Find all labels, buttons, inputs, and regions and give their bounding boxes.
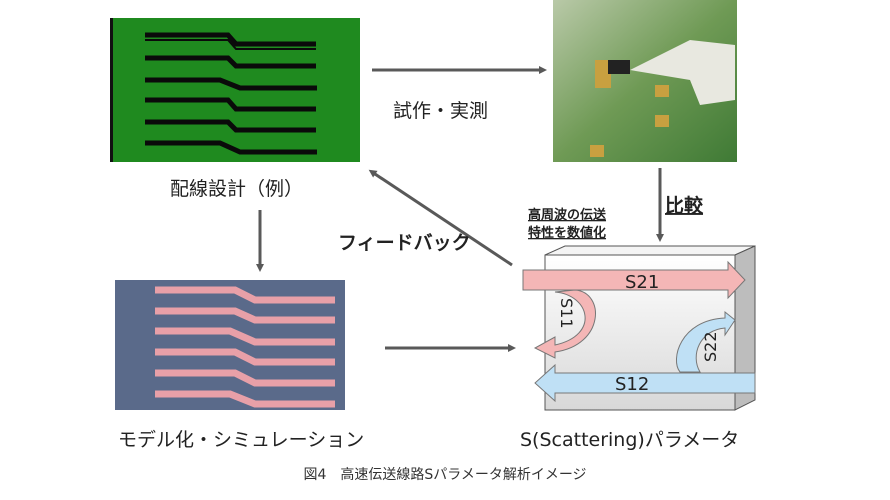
sparam-box: S21 S12 S11 S22 [522, 245, 756, 411]
label-feedback: フィードバック [338, 232, 471, 254]
simulation-image [115, 280, 345, 410]
arrow-feedback [368, 169, 513, 267]
s22-label: S22 [701, 331, 720, 362]
s12-arrow [534, 363, 756, 403]
label-modeling: モデル化・シミュレーション [118, 429, 364, 451]
label-wiring-design: 配線設計（例） [170, 178, 303, 200]
pcb-design-image [110, 18, 360, 162]
label-quantify-1: 高周波の伝送 [528, 207, 607, 223]
label-prototype-measure: 試作・実測 [393, 100, 488, 122]
label-sparam: S(Scattering)パラメータ [520, 429, 739, 451]
s11-label: S11 [557, 298, 576, 329]
s21-arrow [522, 260, 746, 300]
label-compare: 比較 [665, 194, 704, 217]
label-quantify-2: 特性を数値化 [528, 225, 606, 241]
figure-caption: 図4 高速伝送線路Sパラメータ解析イメージ [303, 466, 586, 483]
s22-arrow [676, 310, 736, 373]
s21-label: S21 [625, 272, 659, 293]
s12-label: S12 [615, 374, 649, 395]
measurement-photo [553, 0, 737, 162]
s11-arrow [533, 289, 596, 359]
